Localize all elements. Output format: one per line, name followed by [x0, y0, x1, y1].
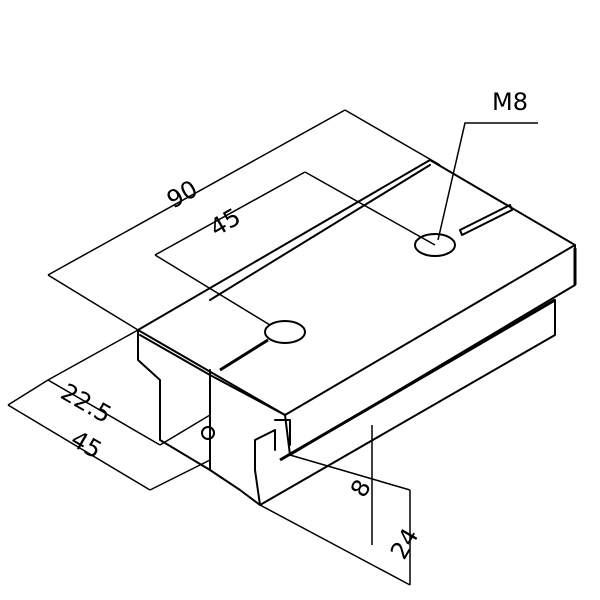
rail-shadow-line — [279, 298, 556, 462]
thread-hatch — [219, 338, 269, 372]
hole-right — [414, 233, 456, 257]
dim-width-lines — [7, 329, 211, 491]
top-groove — [209, 164, 431, 301]
dim-90-lines — [47, 109, 441, 331]
rail-step — [274, 419, 291, 446]
top-face-outline — [137, 159, 576, 416]
hole-left — [264, 320, 306, 344]
dim-45-top-lines — [154, 171, 436, 326]
plate-front-edge — [284, 244, 576, 456]
rail-underside — [254, 299, 556, 506]
m8-leader — [437, 122, 538, 241]
top-step-line — [139, 334, 286, 416]
left-end-profile — [137, 329, 211, 471]
slot — [459, 204, 513, 236]
pin-circle — [201, 426, 215, 440]
rail-bottom — [209, 469, 261, 506]
rail-notch — [254, 429, 276, 471]
callout-m8: M8 — [492, 88, 528, 116]
dim-height-lines — [259, 425, 411, 586]
